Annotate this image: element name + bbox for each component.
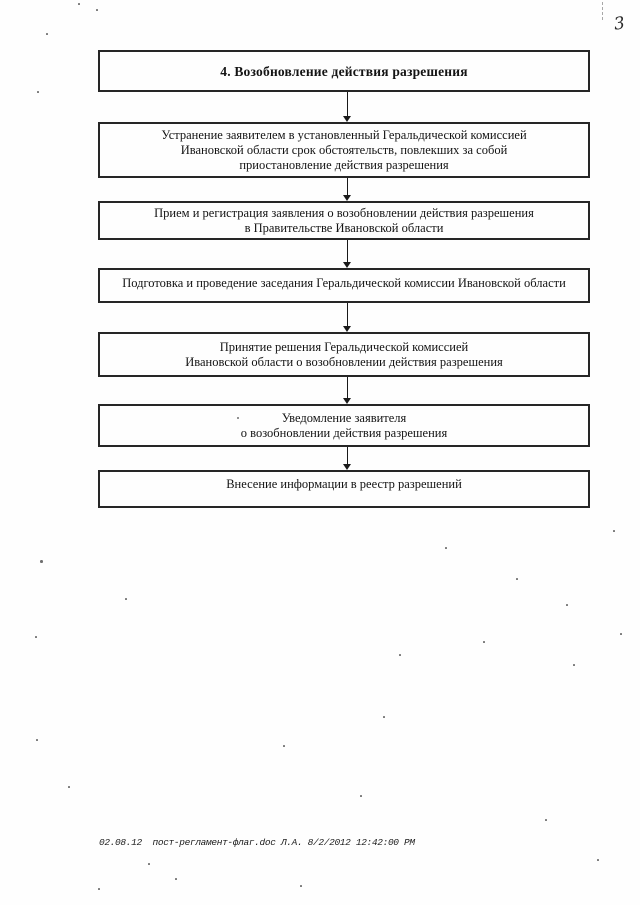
down-arrow-icon xyxy=(343,303,352,332)
flow-step-1-line-3: приостановление действия разрешения xyxy=(239,157,449,172)
flow-step-1-line-2: Ивановской области срок обстоятельств, п… xyxy=(180,142,508,157)
flow-step-4-line-2: Ивановской области о возобновлении дейст… xyxy=(185,354,503,369)
flow-step-box-6: Внесение информации в реестр разрешений xyxy=(98,470,590,508)
down-arrow-icon xyxy=(343,447,352,470)
scan-speck xyxy=(98,888,100,890)
flow-step-box-3: Подготовка и проведение заседания Гераль… xyxy=(98,268,590,303)
flow-step-box-2: Прием и регистрация заявления о возобнов… xyxy=(98,201,590,240)
scan-speck xyxy=(620,633,622,635)
flow-step-5-line-2: о возобновлении действия разрешения xyxy=(240,425,448,440)
scan-speck xyxy=(445,547,447,549)
flowchart-title-box: 4. Возобновление действия разрешения xyxy=(98,50,590,92)
scan-speck xyxy=(516,578,518,580)
scan-speck xyxy=(148,863,150,865)
flow-step-3-line-1: Подготовка и проведение заседания Гераль… xyxy=(122,275,566,290)
down-arrow-icon xyxy=(343,178,352,201)
scan-speck xyxy=(35,636,37,638)
scan-speck xyxy=(46,33,48,35)
scan-speck xyxy=(566,604,568,606)
flow-step-6-line-1: Внесение информации в реестр разрешений xyxy=(226,477,462,491)
scan-speck xyxy=(399,654,401,656)
down-arrow-icon xyxy=(343,377,352,404)
flow-step-box-1: Устранение заявителем в установленный Ге… xyxy=(98,122,590,178)
scan-speck xyxy=(573,664,575,666)
footer-stamp: 02.08.12 пост-регламент-флаг.doc Л.А. 8/… xyxy=(99,837,415,848)
scan-speck xyxy=(36,739,38,741)
flow-step-2-line-2: в Правительстве Ивановской области xyxy=(244,220,444,235)
flow-step-5-line-1: Уведомление заявителя xyxy=(281,410,407,425)
scan-speck xyxy=(40,560,43,563)
down-arrow-icon xyxy=(343,240,352,268)
flow-step-2-line-1: Прием и регистрация заявления о возобнов… xyxy=(154,205,534,220)
scan-speck xyxy=(78,3,80,5)
scan-speck xyxy=(96,9,98,11)
flow-step-4-line-1: Принятие решения Геральдической комиссие… xyxy=(219,339,469,354)
scan-speck xyxy=(283,745,285,747)
page-number: 3 xyxy=(612,13,627,35)
scan-speck xyxy=(68,786,70,788)
scan-speck xyxy=(175,878,177,880)
scan-speck xyxy=(545,819,547,821)
scan-speck xyxy=(360,795,362,797)
scan-speck xyxy=(300,885,302,887)
flowchart-title: 4. Возобновление действия разрешения xyxy=(220,63,468,79)
scan-speck xyxy=(613,530,615,532)
scan-speck xyxy=(597,859,599,861)
scan-speck xyxy=(237,417,239,419)
scan-speck xyxy=(125,598,127,600)
down-arrow-icon xyxy=(343,92,352,122)
flow-step-box-4: Принятие решения Геральдической комиссие… xyxy=(98,332,590,377)
scan-speck xyxy=(383,716,385,718)
scan-dash-mark xyxy=(602,2,603,20)
scan-speck xyxy=(483,641,485,643)
flow-step-1-line-1: Устранение заявителем в установленный Ге… xyxy=(161,127,527,142)
scan-speck xyxy=(37,91,39,93)
